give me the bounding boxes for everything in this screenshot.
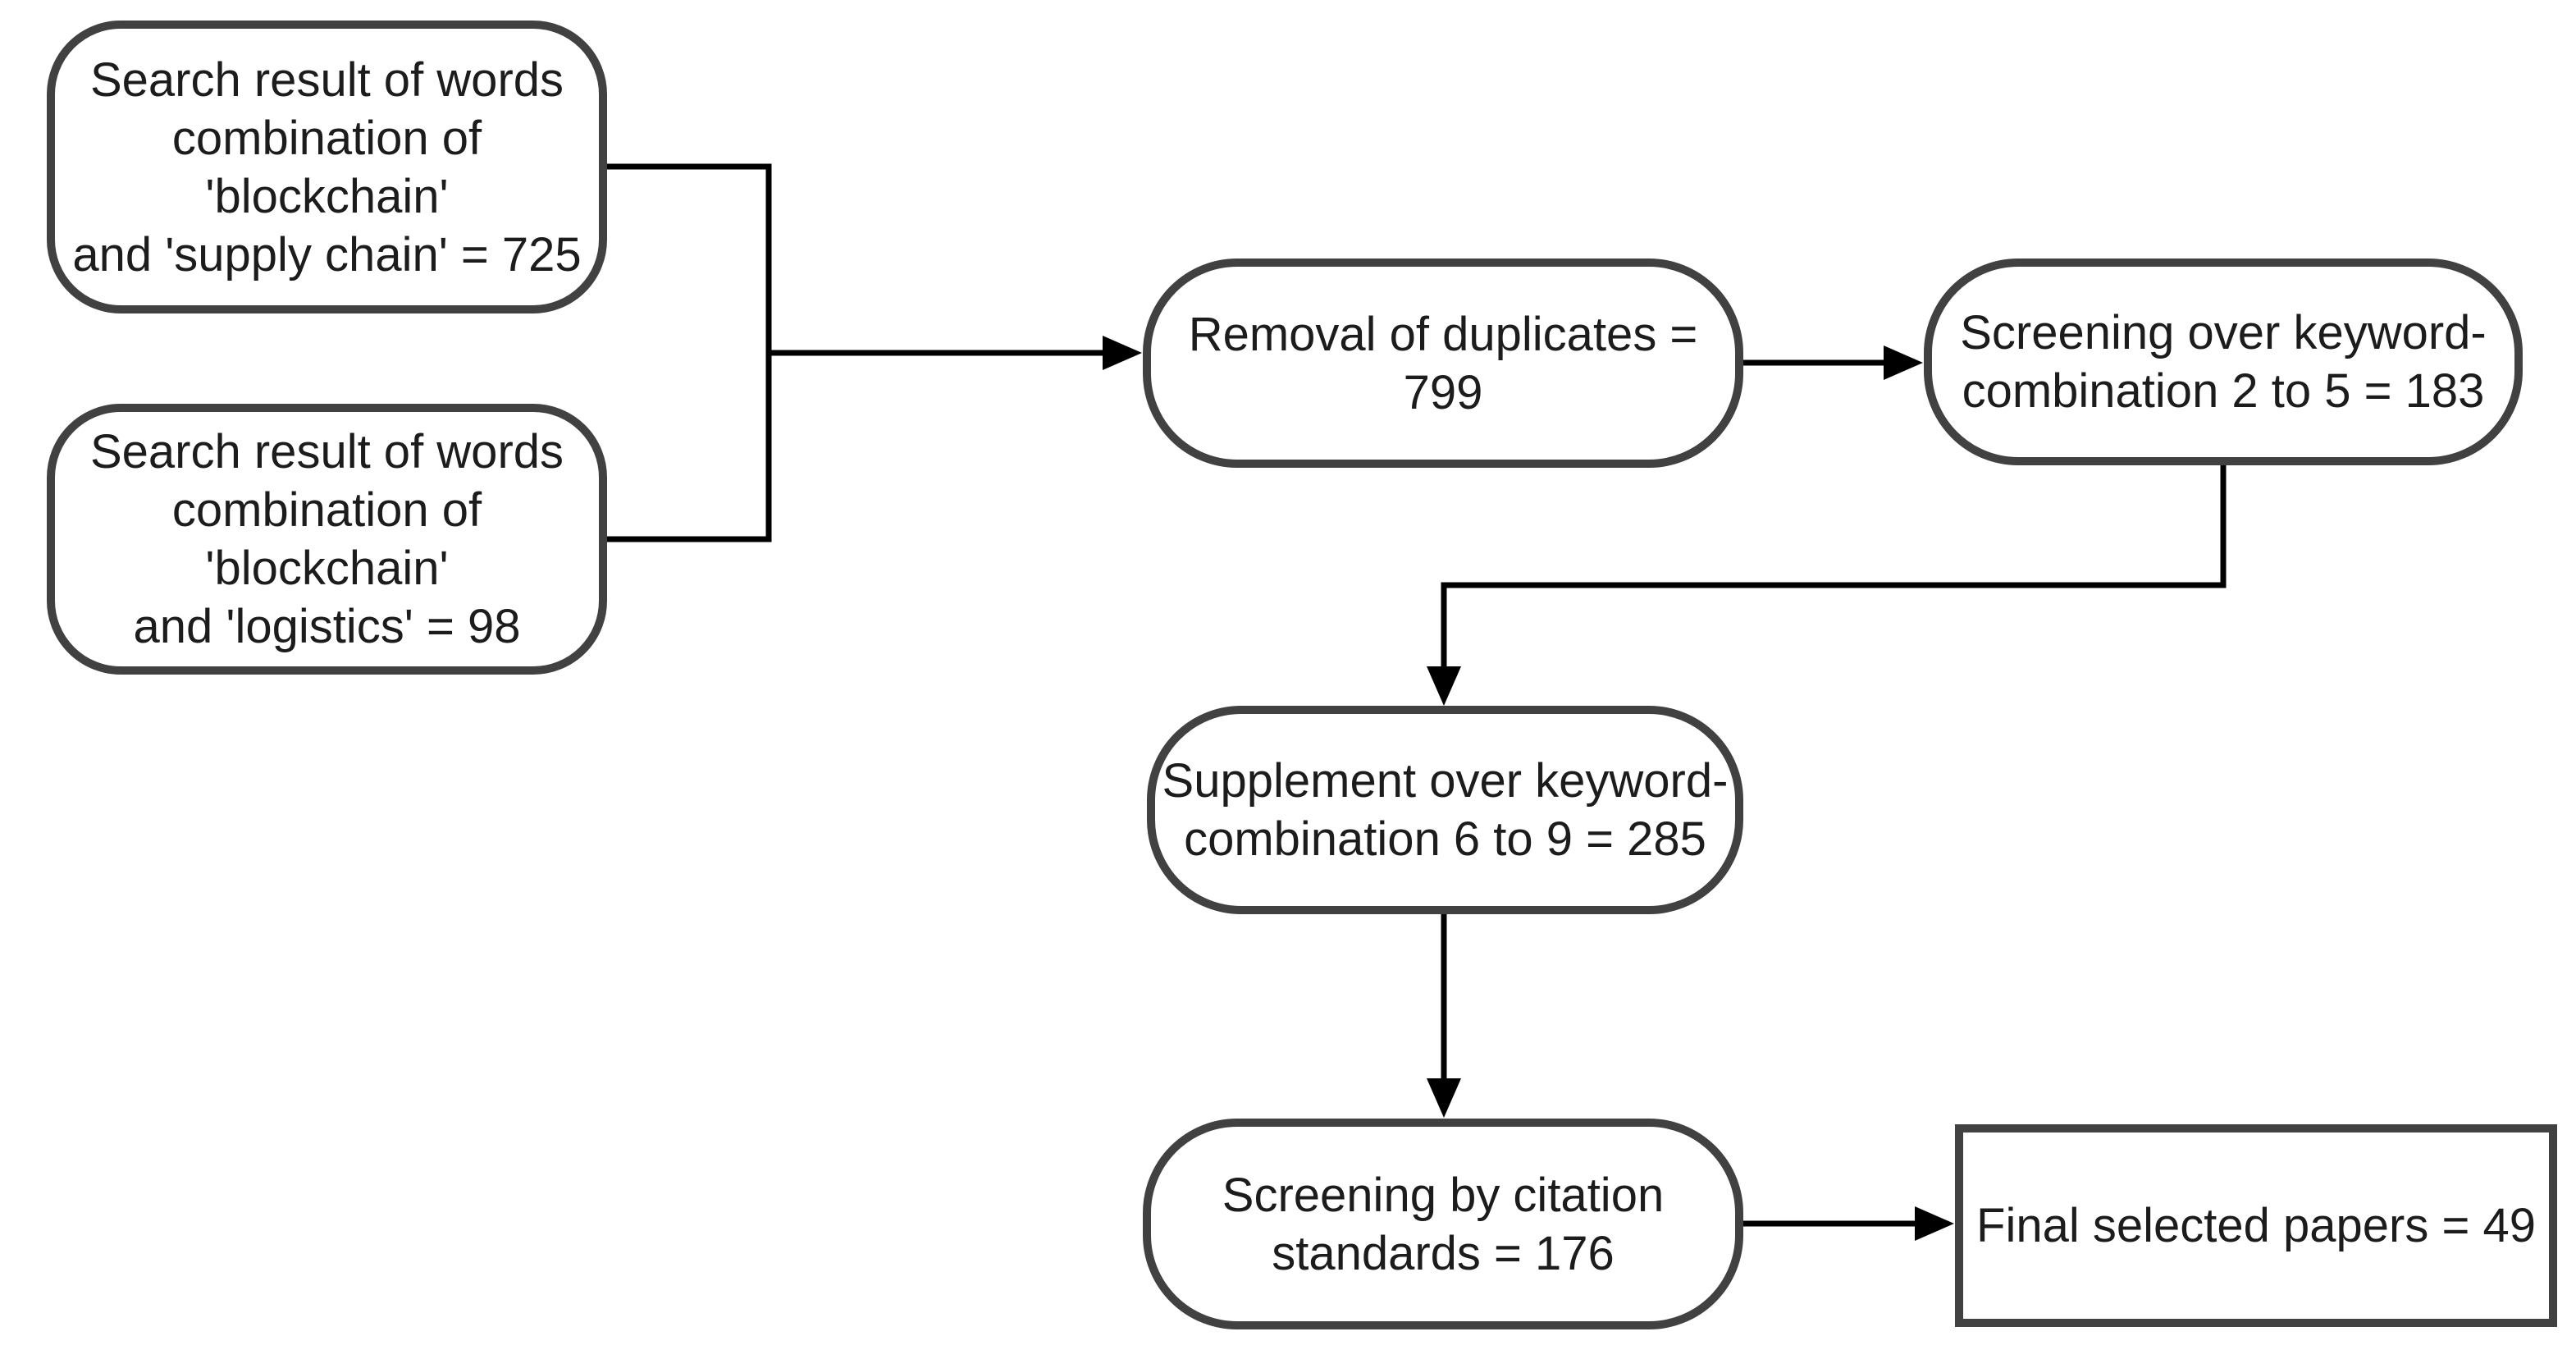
node-text-line: Screening by citation	[1222, 1168, 1665, 1222]
node-text-line: and 'logistics' = 98	[133, 600, 521, 653]
node-text-line: Search result of words	[89, 53, 564, 107]
node-search-supply-chain: Search result of words combination of 'b…	[47, 21, 607, 313]
node-text-line: combination of 'blockchain'	[171, 111, 482, 223]
node-final-papers: Final selected papers = 49	[1955, 1124, 2557, 1327]
node-text-line: Search result of words	[89, 425, 564, 478]
node-text-line: Supplement over keyword-	[1162, 754, 1729, 808]
node-screening-citation: Screening by citation standards = 176	[1143, 1119, 1743, 1329]
node-text-line: Removal of duplicates = 799	[1188, 307, 1698, 419]
node-screening-keywords: Screening over keyword- combination 2 to…	[1924, 259, 2523, 465]
node-text-line: and 'supply chain' = 725	[72, 227, 582, 281]
node-text-line: Final selected papers = 49	[1976, 1199, 2536, 1252]
node-text-line: combination 2 to 5 = 183	[1962, 364, 2485, 418]
node-removal-duplicates: Removal of duplicates = 799	[1143, 259, 1743, 468]
edge-screening-keywords-to-supplement	[1427, 465, 2227, 706]
node-supplement-keywords: Supplement over keyword- combination 6 t…	[1147, 706, 1743, 914]
node-text-line: combination of 'blockchain'	[171, 483, 482, 595]
node-text-line: standards = 176	[1272, 1226, 1615, 1280]
node-text-line: combination 6 to 9 = 285	[1184, 812, 1706, 866]
node-text-line: Screening over keyword-	[1960, 306, 2487, 359]
edge-merge-junction	[605, 163, 772, 542]
node-search-logistics: Search result of words combination of 'b…	[47, 404, 607, 675]
